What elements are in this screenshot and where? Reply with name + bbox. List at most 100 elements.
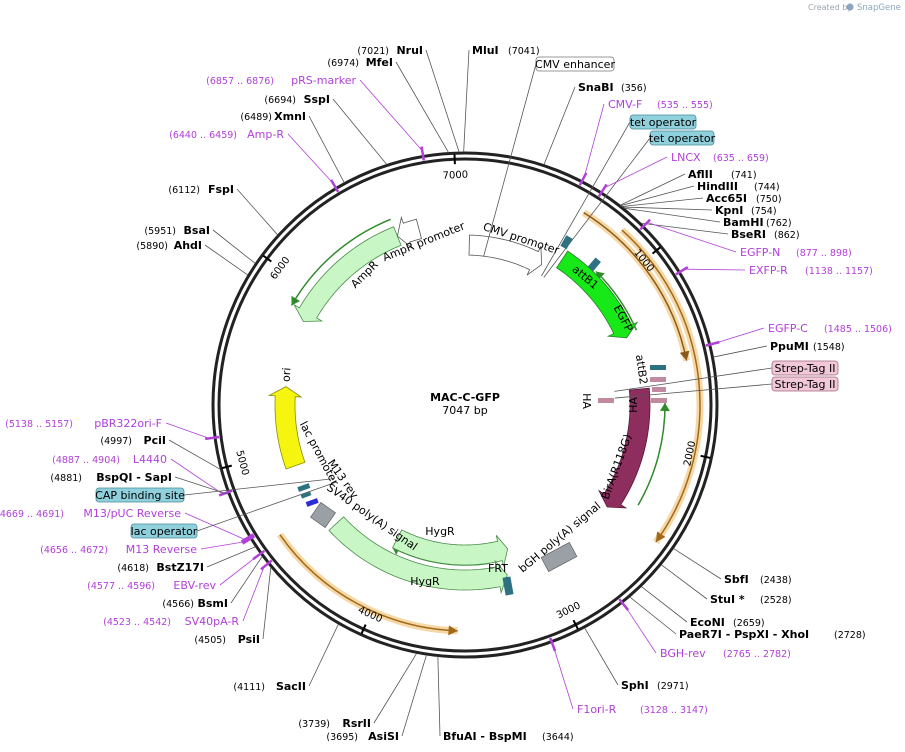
enzyme-name: MluI: [472, 44, 499, 57]
orange-arc-bottom: [279, 534, 458, 632]
primer-position: (6857 .. 6876): [206, 76, 274, 87]
orange-arc-outer: [583, 212, 688, 361]
ampr-promoter-arrow: [396, 216, 422, 250]
enzyme-name: AhdI: [174, 239, 202, 252]
strep-tag-1: Strep-Tag II: [775, 362, 836, 375]
enzyme-position: (2438): [760, 575, 792, 586]
primer-mark: [242, 535, 256, 545]
feature-lac-promoter: lac promoter: [297, 419, 342, 488]
egfp-arrow: [556, 250, 639, 339]
enzyme-name: SspI: [304, 93, 330, 106]
enzyme-leader: [332, 98, 387, 165]
enzyme-position: (2528): [760, 595, 792, 606]
enzyme-name: PciI: [144, 434, 166, 447]
feature-hygr-1: HygR: [425, 525, 455, 538]
enzyme-name: NruI: [396, 44, 423, 57]
primer-leader: [604, 156, 668, 189]
plasmid-name: MAC-C-GFP: [430, 391, 500, 404]
enzyme-leader: [230, 556, 263, 604]
primer-position: (877 .. 898): [796, 248, 852, 259]
enzyme-name: BseRI: [731, 228, 766, 241]
primer-mark: [329, 179, 340, 193]
tick-label: 3000: [555, 600, 583, 621]
enzyme-name: RsrII: [342, 717, 371, 730]
enzyme-name: AflII: [688, 168, 713, 181]
feature-hygr-2: HygR: [410, 575, 440, 588]
enzyme-name: PsiI: [238, 633, 260, 646]
enzyme-position: (2659): [733, 618, 765, 629]
tet-operator-2-leader: [543, 137, 651, 278]
enzyme-leader: [543, 86, 576, 165]
primer-position: (1138 .. 1157): [805, 266, 873, 277]
primer-mark: [205, 435, 220, 441]
primer-name: EGFP-N: [740, 246, 780, 259]
primer-position: (4656 .. 4672): [40, 545, 108, 556]
tet-operator-1-leader: [541, 121, 631, 277]
primer-position: (4523 .. 4542): [103, 617, 171, 628]
enzyme-name: FspI: [208, 183, 234, 196]
enzyme-name: KpnI: [715, 204, 743, 217]
primer-name: BGH-rev: [660, 647, 706, 660]
enzyme-position: (4111): [233, 682, 265, 693]
credit-text: Created by: [808, 3, 852, 12]
primer-position: (6440 .. 6459): [169, 130, 237, 141]
enzyme-name: SphI: [621, 679, 649, 692]
primer-position: (635 .. 659): [713, 153, 769, 164]
green-track-bira-head: [659, 402, 670, 412]
enzyme-name: XmnI: [274, 110, 306, 123]
enzyme-leader: [660, 564, 708, 600]
enzyme-position: (3644): [542, 732, 574, 743]
enzyme-leader: [204, 244, 249, 276]
enzyme-position: (744): [754, 182, 780, 193]
tick-mark: [572, 619, 579, 630]
primer-leader: [715, 327, 765, 344]
enzyme-name: Acc65I: [706, 192, 747, 205]
enzyme-position: (754): [751, 206, 777, 217]
enzyme-position: (4566): [162, 599, 194, 610]
orange-arc-right: [621, 229, 701, 543]
enzyme-position: (750): [756, 194, 782, 205]
tick-mark: [360, 624, 367, 635]
green-track-ampr: [290, 218, 391, 306]
credit-brand: SnapGene: [857, 3, 901, 13]
map-labels: NruI(7021)MluI(7041)MfeI(6974)CMV enhanc…: [0, 44, 892, 743]
tick-label: 7000: [442, 170, 468, 182]
strep-tag-2-leader: [614, 383, 773, 399]
backbone: [211, 151, 719, 659]
primer-name: F1ori-R: [577, 703, 617, 716]
tick-mark: [700, 454, 711, 459]
primer-mark: [260, 559, 273, 571]
feature-ha-left: HA: [580, 393, 593, 409]
enzyme-position: (741): [731, 170, 757, 181]
tick-mark: [262, 254, 272, 263]
primer-name: Amp-R: [247, 128, 284, 141]
small-feature-marks: [297, 235, 667, 596]
primer-mark: [618, 598, 630, 611]
primer-position: (2765 .. 2782): [723, 649, 791, 660]
enzyme-position: (5890): [136, 241, 168, 252]
feature-frt: FRT: [488, 562, 508, 575]
enzyme-name: PaeR7I - PspXI - XhoI: [679, 628, 809, 641]
primer-name: pRS-marker: [291, 74, 356, 87]
hygr-arrow-outer: [328, 516, 508, 595]
enzyme-name: SnaBI: [578, 81, 614, 94]
primer-leader: [647, 222, 737, 253]
primer-position: (1485 .. 1506): [824, 324, 892, 335]
enzyme-position: (6489): [240, 112, 272, 123]
cmv-enhancer-leader: [483, 63, 537, 257]
enzyme-leader: [425, 49, 460, 153]
feature-arcs: [267, 209, 704, 636]
lac-operator-leader: [196, 481, 337, 532]
tick-label: 2000: [682, 440, 698, 467]
primer-leader: [184, 512, 246, 540]
enzyme-leader: [373, 653, 418, 724]
primer-name: LNCX: [671, 151, 701, 164]
enzyme-leader: [629, 596, 677, 635]
enzyme-name: BsmI: [198, 597, 229, 610]
lac-operator: lac operator: [131, 525, 198, 538]
enzyme-leader: [622, 206, 713, 211]
enzyme-position: (4997): [100, 436, 132, 447]
primer-leader: [219, 556, 257, 586]
primer-mark: [252, 549, 266, 561]
